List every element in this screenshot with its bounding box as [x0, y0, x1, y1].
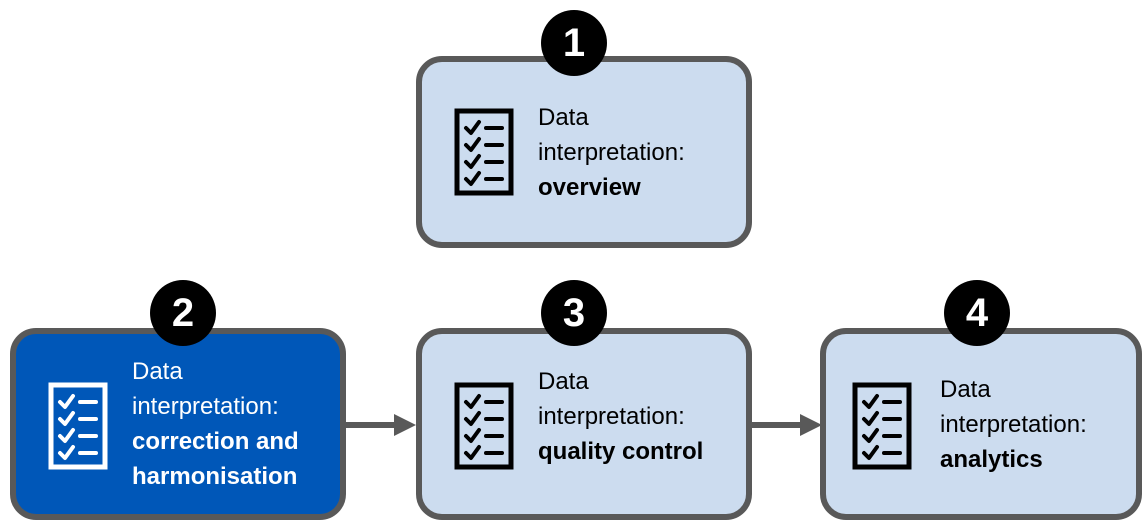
arrow-step3-to-step4	[752, 414, 822, 436]
step-4-label: Data interpretation: analytics	[940, 372, 1087, 477]
step-1-label: Data interpretation: overview	[538, 100, 685, 205]
checklist-icon	[48, 382, 108, 470]
step-3-card: Data interpretation: quality control	[416, 328, 752, 520]
checklist-icon	[454, 382, 514, 470]
step-4-badge: 4	[944, 280, 1010, 346]
step-2-badge: 2	[150, 280, 216, 346]
step-2-card: Data interpretation: correction and harm…	[10, 328, 346, 520]
step-1-badge: 1	[541, 10, 607, 76]
step-1-line1: Data	[538, 104, 589, 131]
arrow-step2-to-step3	[346, 414, 416, 436]
step-3-line2: interpretation:	[538, 403, 685, 430]
step-2-line1: Data	[132, 358, 183, 385]
step-4-line1: Data	[940, 376, 991, 403]
step-2-label: Data interpretation: correction and harm…	[132, 354, 299, 494]
step-3-title: quality control	[538, 438, 704, 465]
step-4-line2: interpretation:	[940, 411, 1087, 438]
step-2-line2: interpretation:	[132, 393, 279, 420]
step-4-title: analytics	[940, 446, 1043, 473]
step-3-line1: Data	[538, 368, 589, 395]
step-4-card: Data interpretation: analytics	[820, 328, 1142, 520]
step-3-badge: 3	[541, 280, 607, 346]
checklist-icon	[454, 108, 514, 196]
step-2-title-line2: harmonisation	[132, 463, 298, 490]
step-3-label: Data interpretation: quality control	[538, 364, 703, 469]
step-2-title-line1: correction and	[132, 428, 299, 455]
checklist-icon	[852, 382, 912, 470]
step-1-line2: interpretation:	[538, 139, 685, 166]
step-1-title: overview	[538, 174, 641, 201]
step-1-card: Data interpretation: overview	[416, 56, 752, 248]
